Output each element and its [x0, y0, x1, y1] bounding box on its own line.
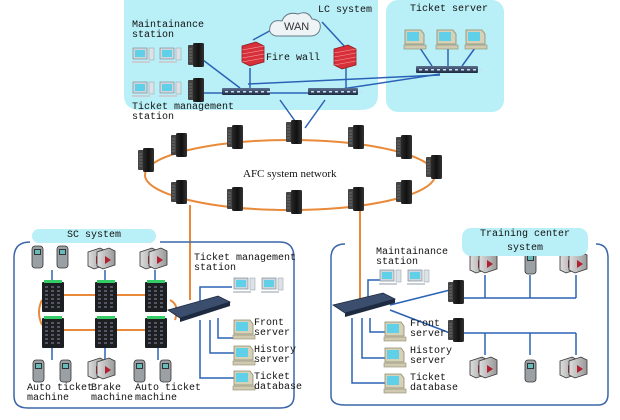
tc-front-server-icon: [383, 321, 407, 342]
ticket-server-label: Ticket server: [410, 4, 489, 15]
lc-system-label: LC system: [318, 5, 373, 16]
maintenance-pc-icon: [159, 47, 182, 63]
brake-machine-icon: [87, 247, 116, 270]
auto-ticket-machine-icon: [56, 245, 69, 269]
tc-maintenance-label: Maintainance station: [376, 247, 449, 268]
sc-ticket-db-label: Ticket database: [254, 372, 303, 393]
auto-ticket-machine-icon: [59, 359, 72, 383]
firewall-icon: [241, 41, 265, 67]
tc-server-icon: [448, 318, 464, 342]
lc-core-switch-icon: [222, 88, 270, 95]
brake-machine-icon: [469, 251, 498, 274]
sc-history-server-icon: [232, 345, 256, 366]
ring-node-server-icon: [286, 190, 302, 214]
ring-node-server-icon: [227, 125, 243, 149]
sc-ticket-db-icon: [232, 370, 256, 391]
sc-front-server-icon: [232, 319, 256, 340]
ring-node-server-icon: [286, 120, 302, 144]
sc-system-box: [13, 241, 295, 409]
maintenance-pc-icon: [132, 47, 155, 63]
tc-maintenance-pc-icon: [379, 269, 402, 285]
brake-machine-icon: [139, 247, 168, 270]
lc-core-switch-icon: [308, 88, 362, 95]
ring-node-server-icon: [396, 135, 412, 159]
tc-history-server-icon: [383, 347, 407, 368]
lc-server-icon: [188, 78, 204, 102]
ticket-server-monitor-icon: [403, 29, 427, 50]
tc-station-switch-icon: [332, 292, 397, 317]
ring-node-server-icon: [227, 187, 243, 211]
tc-history-server-label: History server: [410, 346, 453, 367]
lc-links: [202, 21, 476, 129]
tc-links: [351, 275, 577, 384]
brake-machine-icon: [559, 356, 588, 379]
ticket-server-monitor-icon: [464, 29, 488, 50]
firewall-icon: [333, 44, 357, 70]
sc-station-switch-icon: [167, 295, 232, 322]
training-center-tab: Training center system: [462, 228, 588, 256]
afc-network-label: AFC system network: [243, 168, 337, 180]
wan-label: WAN: [284, 21, 310, 33]
ring-node-server-icon: [171, 133, 187, 157]
ring-node-server-icon: [348, 187, 364, 211]
lc-server-icon: [188, 43, 204, 67]
ticket-server-monitor-icon: [435, 29, 459, 50]
sc-brake-label: Brake machine: [91, 383, 134, 404]
sc-history-server-label: History server: [254, 345, 297, 366]
sc-auto-ticket-label-1: Auto ticket machine: [27, 383, 94, 404]
tc-ticket-db-icon: [383, 373, 407, 394]
auto-ticket-machine-icon: [133, 359, 146, 383]
sc-ticket-mgmt-pc-icon: [233, 277, 256, 293]
training-center-box: [330, 243, 609, 406]
brake-machine-icon: [469, 356, 498, 379]
ring-node-server-icon: [348, 125, 364, 149]
industrial-switch-icon: [95, 280, 117, 312]
lc-ticket-mgmt-label: Ticket management station: [132, 102, 235, 123]
auto-ticket-machine-icon: [524, 251, 537, 275]
industrial-switch-icon: [145, 316, 167, 348]
tc-maintenance-pc-icon: [407, 269, 430, 285]
industrial-switch-icon: [95, 316, 117, 348]
sc-front-server-label: Front server: [254, 318, 291, 339]
sc-system-tab: SC system: [32, 229, 156, 243]
ticket-server-switch-icon: [416, 66, 482, 73]
sc-ticket-mgmt-label: Ticket management station: [194, 253, 297, 274]
auto-ticket-machine-icon: [524, 359, 537, 383]
brake-machine-icon: [87, 357, 116, 380]
tc-ticket-db-label: Ticket database: [410, 373, 459, 394]
tc-front-server-label: Front server: [410, 319, 447, 340]
ring-node-server-icon: [396, 180, 412, 204]
tc-server-icon: [448, 280, 464, 304]
firewall-label: Fire wall: [266, 53, 321, 64]
industrial-switch-icon: [42, 316, 64, 348]
ticket-mgmt-pc-icon: [132, 81, 155, 97]
lc-maintenance-label: Maintainance station: [132, 20, 205, 41]
industrial-switch-icon: [145, 280, 167, 312]
auto-ticket-machine-icon: [32, 359, 45, 383]
sc-ticket-mgmt-pc-icon: [261, 277, 284, 293]
ring-node-server-icon: [171, 180, 187, 204]
industrial-switch-icon: [42, 280, 64, 312]
ticket-mgmt-pc-icon: [159, 81, 182, 97]
sc-auto-ticket-label-2: Auto ticket machine: [135, 383, 202, 404]
ring-node-server-icon: [426, 155, 442, 179]
ticket-server-zone: [386, 0, 504, 112]
wan-cloud-icon: [269, 12, 321, 37]
auto-ticket-machine-icon: [159, 359, 172, 383]
auto-ticket-machine-icon: [31, 245, 44, 269]
ring-node-server-icon: [138, 148, 154, 172]
